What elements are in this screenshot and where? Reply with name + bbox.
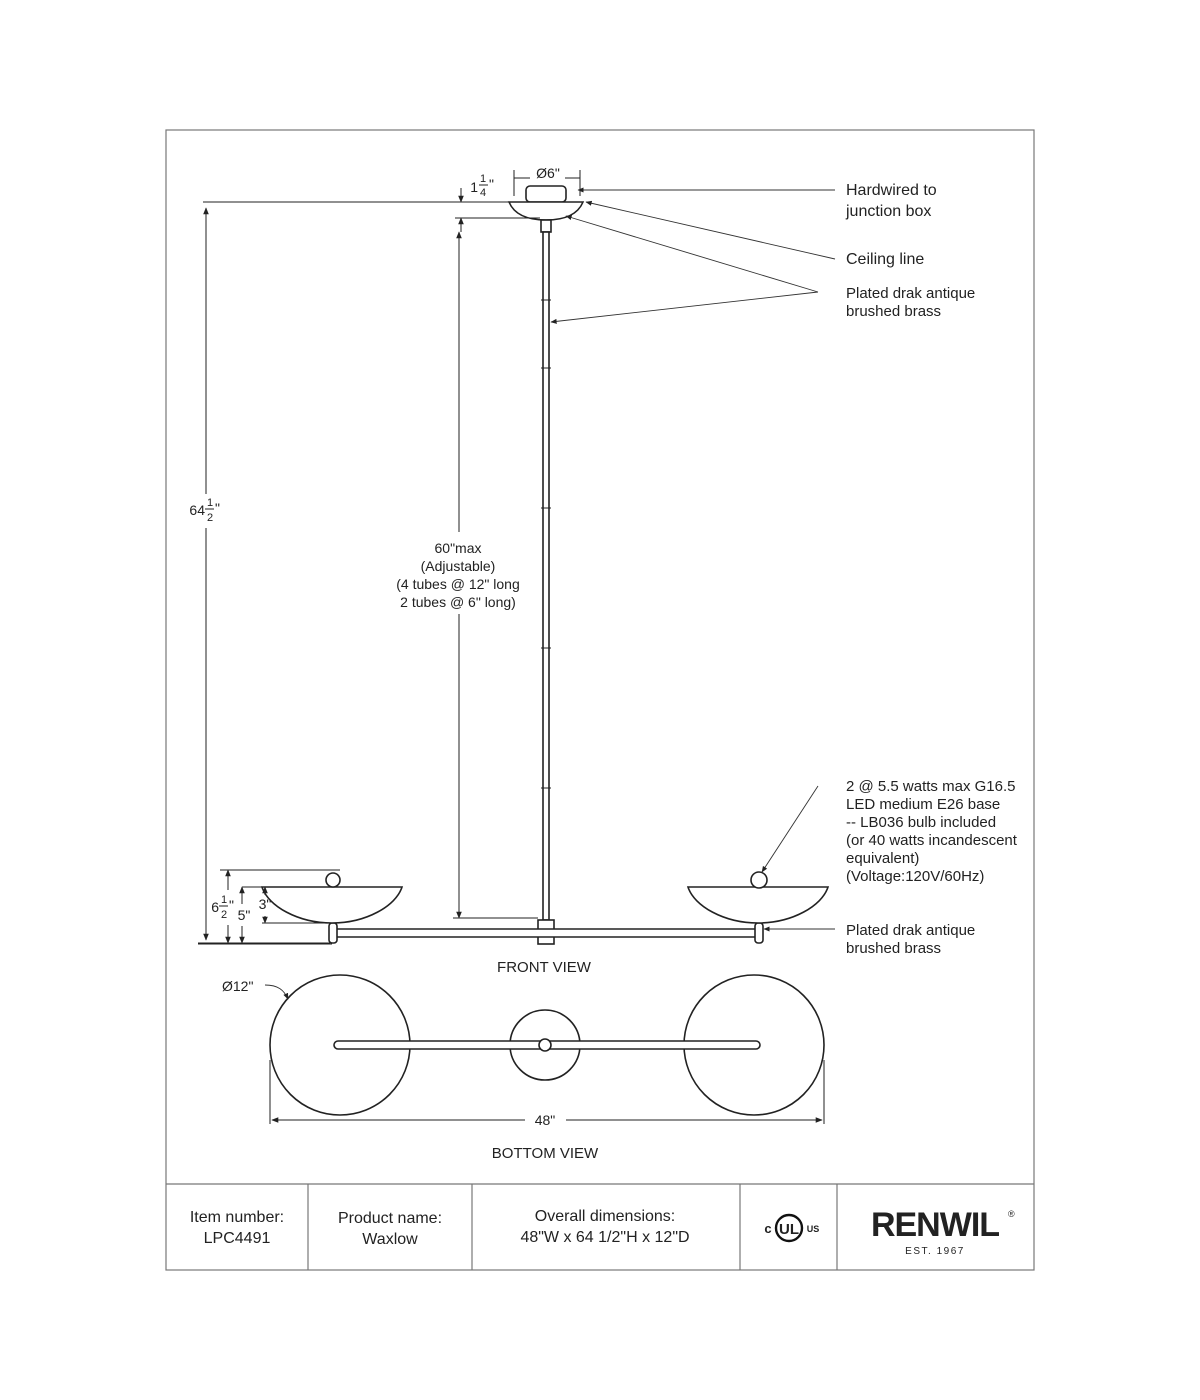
renwil-established: EST. 1967 bbox=[905, 1246, 965, 1257]
bottom-view-drawing bbox=[269, 974, 825, 1116]
overall-width-label: 48" bbox=[535, 1112, 556, 1128]
product-name-value: Waxlow bbox=[362, 1231, 418, 1248]
overall-height-denominator: 2 bbox=[207, 512, 213, 524]
plated-top-label-line1: Plated drak antique bbox=[846, 285, 975, 302]
front-view-drawing bbox=[260, 185, 830, 945]
renwil-logo: RENWIL ® EST. 1967 bbox=[871, 1206, 1015, 1257]
shade-total-height-whole: 6 bbox=[211, 899, 219, 915]
shade-height-dimensions: 6 1 2 " 5" 3" bbox=[198, 869, 340, 944]
plated-bottom-label-line1: Plated drak antique bbox=[846, 922, 975, 939]
horizontal-arm bbox=[331, 928, 761, 938]
stem-max-label: 60"max bbox=[435, 540, 482, 556]
adjustable-stem bbox=[542, 231, 550, 921]
bulb-spec-line5: equivalent) bbox=[846, 850, 919, 867]
right-shade bbox=[686, 886, 830, 924]
title-block: Item number: LPC4491 Product name: Waxlo… bbox=[190, 1184, 1015, 1270]
overall-height-dimension: 64 1 2 " bbox=[189, 207, 332, 945]
left-socket bbox=[328, 922, 338, 944]
ceiling-line-label: Ceiling line bbox=[846, 251, 924, 268]
canopy-height-dimension: 1 1 4 " bbox=[203, 173, 540, 232]
item-number-value: LPC4491 bbox=[204, 1230, 271, 1247]
overall-height-unit: " bbox=[215, 500, 220, 516]
canopy-height-unit: " bbox=[489, 176, 494, 192]
canopy-height-whole: 1 bbox=[470, 179, 478, 195]
canopy-diameter-dimension: Ø6" bbox=[513, 165, 581, 196]
shade-diameter-label: Ø12" bbox=[222, 978, 253, 994]
overall-height-whole: 64 bbox=[189, 502, 205, 518]
canopy bbox=[507, 201, 585, 221]
canopy-diameter-label: Ø6" bbox=[536, 165, 560, 181]
shade-total-height-numerator: 1 bbox=[221, 894, 227, 906]
stem-coupler bbox=[540, 219, 552, 233]
plated-bottom-label-line2: brushed brass bbox=[846, 940, 941, 957]
ul-mark-text: UL bbox=[779, 1221, 799, 1238]
shade-diameter-dimension: Ø12" bbox=[222, 978, 289, 1000]
shade-three-inch-label: 3" bbox=[259, 896, 272, 912]
left-bulb bbox=[325, 872, 341, 888]
bulb-spec-line4: (or 40 watts incandescent bbox=[846, 832, 1018, 849]
junction-box-cap bbox=[525, 185, 567, 203]
hardwired-label-line2: junction box bbox=[845, 203, 931, 220]
bulb-spec-line1: 2 @ 5.5 watts max G16.5 bbox=[846, 778, 1015, 795]
plated-top-label-line2: brushed brass bbox=[846, 303, 941, 320]
product-name-label: Product name: bbox=[338, 1210, 442, 1227]
right-bulb bbox=[750, 871, 768, 889]
shade-total-height-denominator: 2 bbox=[221, 909, 227, 921]
front-view-title: FRONT VIEW bbox=[497, 959, 592, 976]
right-socket bbox=[754, 922, 764, 944]
renwil-registered-mark: ® bbox=[1008, 1209, 1015, 1219]
bottom-view-title: BOTTOM VIEW bbox=[492, 1145, 599, 1162]
overall-height-numerator: 1 bbox=[207, 497, 213, 509]
bottom-hub bbox=[538, 1038, 552, 1052]
renwil-wordmark: RENWIL bbox=[871, 1206, 999, 1244]
overall-width-dimension: 48" bbox=[269, 1060, 825, 1128]
hardwired-label-line1: Hardwired to bbox=[846, 182, 937, 199]
ul-listed-icon: c UL US bbox=[764, 1213, 820, 1243]
canopy-height-numerator: 1 bbox=[480, 173, 486, 185]
canopy-height-denominator: 4 bbox=[480, 187, 486, 199]
shade-total-height-unit: " bbox=[229, 897, 234, 913]
shade-five-inch-label: 5" bbox=[238, 907, 251, 923]
stem-tubes-12-label: (4 tubes @ 12" long bbox=[396, 576, 519, 592]
bulb-spec-line2: LED medium E26 base bbox=[846, 796, 1000, 813]
ul-us-mark: US bbox=[807, 1224, 820, 1234]
stem-tubes-6-label: 2 tubes @ 6" long) bbox=[400, 594, 516, 610]
bulb-spec-line6: (Voltage:120V/60Hz) bbox=[846, 868, 984, 885]
stem-adjustable-label: (Adjustable) bbox=[421, 558, 496, 574]
stem-tube-joints bbox=[541, 299, 551, 789]
left-shade bbox=[260, 886, 404, 924]
bulb-spec-line3: -- LB036 bulb included bbox=[846, 814, 996, 831]
drawing-frame bbox=[165, 129, 1035, 1271]
ul-c-mark: c bbox=[764, 1221, 771, 1236]
overall-dimensions-value: 48"W x 64 1/2"H x 12"D bbox=[520, 1229, 689, 1246]
overall-dimensions-label: Overall dimensions: bbox=[535, 1208, 676, 1225]
stem-length-dimension: 60"max (Adjustable) (4 tubes @ 12" long … bbox=[396, 231, 538, 919]
callout-leaders bbox=[550, 187, 836, 932]
item-number-label: Item number: bbox=[190, 1209, 284, 1226]
